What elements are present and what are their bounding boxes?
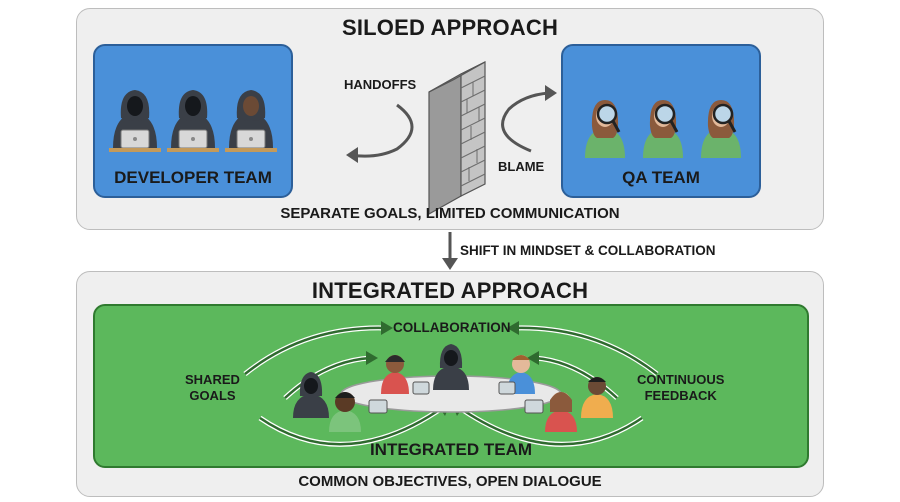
handoffs-arrow [346, 103, 414, 163]
shift-down-arrow [442, 232, 458, 270]
hooded-developer-icon [225, 90, 277, 152]
hooded-developer-icon [109, 90, 161, 152]
shared-goals-line2: GOALS [189, 388, 236, 403]
qa-tester-magnifier-icon [701, 100, 741, 158]
collaboration-label: COLLABORATION [393, 320, 511, 335]
integrated-title: INTEGRATED APPROACH [311, 278, 589, 303]
qa-team-label: QA TEAM [622, 168, 700, 187]
integrated-panel: INTEGRATED APPROACH [76, 271, 824, 497]
blame-arrow [501, 85, 557, 153]
tablet-icon [498, 381, 516, 395]
developer-team-box: DEVELOPER TEAM [93, 44, 293, 198]
continuous-feedback-line2: FEEDBACK [644, 388, 717, 403]
shared-goals-line1: SHARED [185, 372, 240, 387]
collaboration-arrows [243, 321, 659, 447]
hooded-developer-icon [293, 372, 329, 418]
developer-team-illustration [109, 90, 277, 152]
siloed-caption: SEPARATE GOALS, LIMITED COMMUNICATION [280, 205, 620, 222]
handoffs-label: HANDOFFS [344, 77, 417, 92]
team-member-icon [545, 392, 577, 432]
team-member-icon [381, 355, 409, 394]
tablet-icon [368, 399, 388, 414]
siloed-title: SILOED APPROACH [341, 15, 559, 40]
integrated-caption: COMMON OBJECTIVES, OPEN DIALOGUE [298, 473, 602, 490]
brick-wall-icon [428, 61, 486, 216]
hooded-developer-icon [167, 90, 219, 152]
integrated-team-box: COLLABORATION SHARED GOALS CONTINUOUS FE… [93, 304, 809, 468]
tablet-icon [524, 399, 544, 414]
shared-goals-label: SHARED GOALS [185, 372, 240, 404]
team-member-icon [581, 377, 613, 418]
continuous-feedback-label: CONTINUOUS FEEDBACK [637, 372, 724, 404]
continuous-feedback-line1: CONTINUOUS [637, 372, 725, 387]
qa-tester-magnifier-icon [643, 100, 683, 158]
team-member-icon [329, 392, 361, 432]
shift-label: SHIFT IN MINDSET & COLLABORATION [460, 243, 716, 258]
blame-label: BLAME [498, 159, 545, 174]
developer-team-label: DEVELOPER TEAM [114, 168, 272, 187]
integrated-team-label: INTEGRATED TEAM [369, 440, 533, 459]
qa-tester-magnifier-icon [585, 100, 625, 158]
integrated-team-illustration [293, 344, 613, 432]
qa-team-box: QA TEAM [561, 44, 761, 198]
siloed-panel: SILOED APPROACH [76, 8, 824, 230]
tablet-icon [412, 381, 430, 395]
hooded-developer-icon [433, 344, 469, 390]
qa-team-illustration [585, 100, 741, 158]
